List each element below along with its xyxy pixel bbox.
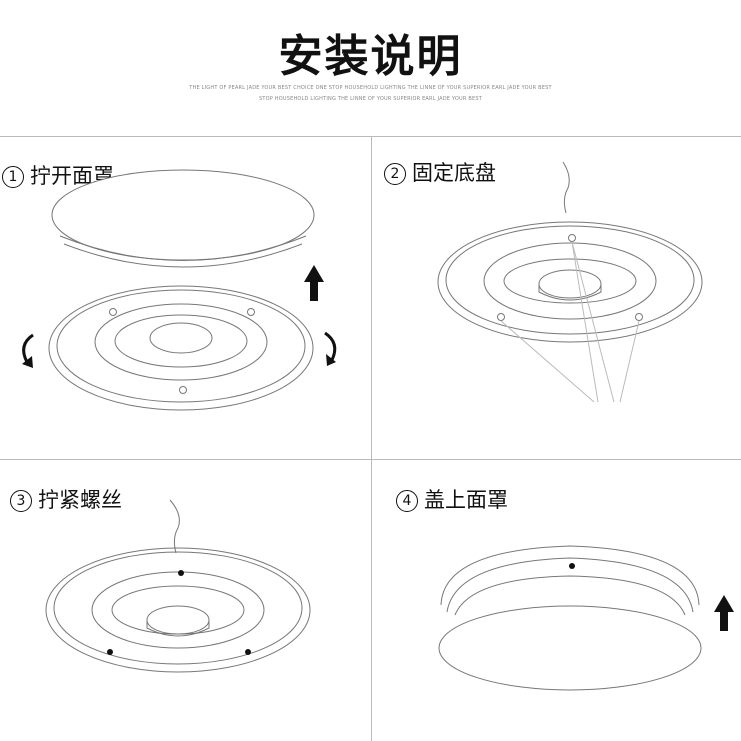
step-4-text: 盖上面罩 bbox=[424, 488, 508, 512]
step-3-number: 3 bbox=[10, 490, 32, 512]
step-2-text: 固定底盘 bbox=[412, 161, 496, 185]
illustration-step-3 bbox=[45, 499, 311, 673]
screw-guide-lines bbox=[500, 241, 640, 403]
illustration-step-2 bbox=[437, 161, 703, 403]
step-4-label: 4 盖上面罩 bbox=[396, 484, 508, 514]
divider-top bbox=[0, 136, 741, 137]
step-3-text: 拧紧螺丝 bbox=[38, 488, 122, 512]
page-title: 安装说明 bbox=[278, 31, 463, 82]
divider-vertical bbox=[371, 136, 372, 741]
power-wire bbox=[562, 161, 570, 214]
power-wire bbox=[169, 499, 180, 554]
step-1-number: 1 bbox=[2, 166, 24, 188]
subtitle-line-1: THE LIGHT OF PEARL JADE YOUR BEST CHOICE… bbox=[189, 85, 552, 91]
arrow-up-icon bbox=[304, 265, 324, 301]
step-2-label: 2 固定底盘 bbox=[384, 157, 496, 187]
step-2-number: 2 bbox=[384, 163, 406, 185]
divider-middle bbox=[0, 459, 741, 460]
lamp-base bbox=[48, 285, 314, 411]
illustration-step-4 bbox=[438, 545, 734, 691]
illustration-step-1 bbox=[22, 169, 337, 411]
rotate-left-icon bbox=[22, 333, 34, 368]
arrow-up-icon bbox=[714, 595, 734, 631]
subtitle-line-2: STOP HOUSEHOLD LIGHTING THE LINNE OF YOU… bbox=[259, 96, 482, 102]
step-3-label: 3 拧紧螺丝 bbox=[10, 484, 122, 514]
step-4-number: 4 bbox=[396, 490, 418, 512]
lamp-cover bbox=[51, 169, 315, 268]
rotate-right-icon bbox=[324, 331, 337, 366]
